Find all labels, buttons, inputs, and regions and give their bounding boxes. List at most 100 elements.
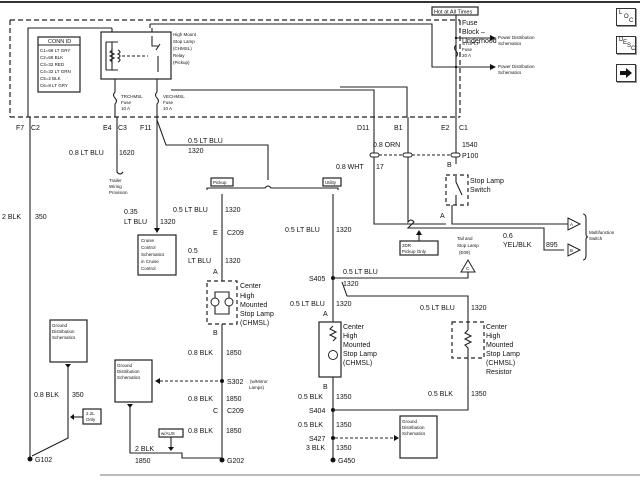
ground-dist-label: Schematics (117, 375, 141, 380)
power-dist-2-label-1: Power Distribution (498, 64, 535, 69)
wire-label: 0.6 (503, 233, 513, 240)
c209-pin: E (213, 230, 218, 237)
resistor-icon (463, 329, 473, 355)
wire-label: LT BLU (124, 219, 147, 226)
wire-1350-resistor (333, 355, 469, 411)
pin-c1: C1 (459, 125, 468, 132)
bulb-wiring (214, 291, 230, 315)
wire-label: 1320 (471, 305, 487, 312)
splice-s302 (220, 379, 224, 383)
wire-label: 0.5 BLK (298, 394, 323, 401)
wire-1850-2blk (129, 406, 222, 459)
ground-g202-icon (219, 457, 225, 463)
utility-tag-box (322, 177, 342, 187)
stop-switch-label: Switch (470, 187, 491, 194)
mf-pin-a-icon (567, 217, 582, 231)
conn-id-row: C3=32 RED (40, 62, 65, 67)
wire-label: 1350 (336, 394, 352, 401)
cruise-control-box (137, 234, 177, 276)
vechmsl-fuse-wire (154, 79, 160, 117)
c209-label: C209 (227, 230, 244, 237)
wire-label: 2 BLK (135, 446, 154, 453)
trchmsl-label: TRCHMSL (121, 94, 143, 99)
stoplp-fuse-label-2: Fuse (462, 47, 473, 52)
utility-tag: Utility (325, 180, 337, 185)
utility-chmsl-label: Stop Lamp (343, 351, 377, 358)
wire-label: 1350 (336, 422, 352, 429)
conn-id-box (37, 36, 81, 93)
wire-label: 1320 (336, 227, 352, 234)
pickup-tag-box (210, 177, 234, 187)
c209-bottom-label: C209 (227, 408, 244, 415)
wire-label: 0.8 LT BLU (69, 150, 104, 157)
fuse-block-label-2: Block – (462, 29, 485, 36)
stoplp-fuse-label-1: STOPLP (462, 41, 480, 46)
ground-dist-box-2 (114, 359, 153, 403)
cruise-label: in Cruise (141, 259, 159, 264)
p100-connector (402, 152, 413, 158)
hot-at-all-times-label: Hot at All Times (434, 10, 472, 16)
wire-label: 17 (376, 164, 384, 171)
p100-connector (450, 152, 461, 158)
ground-dist-label: Schematics (52, 335, 76, 340)
stop-switch-pin-a: A (440, 213, 445, 220)
pickup-chmsl-pin-b: B (213, 330, 218, 337)
fuse-block-label-1: Fuse (462, 20, 478, 27)
resistor-label: High (486, 333, 501, 340)
wire-label: 895 (546, 242, 558, 249)
vechmsl-label: 10 A (163, 106, 172, 111)
g202-label: G202 (227, 458, 244, 465)
ground-dist-box-1 (49, 319, 88, 363)
wire-label: 350 (35, 214, 47, 221)
arrow-icon (490, 64, 496, 70)
wire-label: 1320 (343, 281, 359, 288)
bulb-icon (224, 297, 234, 307)
ground-g102-icon (27, 456, 33, 462)
utility-chmsl-label: Mounted (343, 342, 370, 349)
trchmsl-label: 10 A (121, 106, 130, 111)
next-button[interactable] (616, 64, 636, 82)
wire-label: 1320 (336, 301, 352, 308)
relay-switch-icon (151, 36, 161, 72)
splice-s427 (331, 436, 335, 440)
resistor-label: Stop Lamp (486, 351, 520, 358)
trchmsl-label: Fuse (121, 100, 132, 105)
mf-label: Multifunction (589, 230, 615, 235)
mf-label: Switch (589, 236, 603, 241)
wire-label: 1850 (226, 428, 242, 435)
relay-resistor-icon (108, 49, 116, 63)
desc-button[interactable]: D E S C (616, 36, 636, 54)
wire-label: 1350 (471, 391, 487, 398)
pin-e4: E4 (103, 125, 112, 132)
vechmsl-label: VECHMSL (163, 94, 185, 99)
pin-f11: F11 (140, 125, 152, 132)
wire-label: 2 BLK (2, 214, 21, 221)
junction-dot (454, 65, 458, 69)
ground-dist-label: Ground (402, 419, 418, 424)
wire-label: 0.8 ORN (373, 142, 400, 149)
utility-chmsl-label: (CHMSL) (343, 360, 372, 367)
relay-coil-icon (116, 49, 121, 63)
b1-feed-wire (340, 86, 408, 117)
arrow-icon (416, 230, 422, 235)
wire-17-d11 (373, 117, 446, 225)
arrow-icon (394, 435, 399, 441)
p100-label: P100 (462, 153, 478, 160)
pin-e2: E2 (441, 125, 450, 132)
w-aus-label: w/AUS (161, 431, 175, 436)
wire-label: 0.8 BLK (34, 392, 59, 399)
loc-button[interactable]: L O C (616, 8, 636, 26)
wire-label: 0.5 LT BLU (420, 305, 455, 312)
g102-label: G102 (35, 457, 52, 464)
ground-dist-label: Distribution (52, 329, 75, 334)
s404-label: S404 (309, 408, 325, 415)
pickup-chmsl-pin-a: A (213, 269, 218, 276)
ground-dist-label: Distribution (117, 369, 140, 374)
wire-label: 0.8 BLK (188, 350, 213, 357)
pin-f7: F7 (16, 125, 24, 132)
s427-label: S427 (309, 436, 325, 443)
tail-label: Tail and (457, 236, 473, 241)
relay-label: High Mount (173, 32, 197, 37)
2dr-label: 2DR (402, 243, 412, 248)
